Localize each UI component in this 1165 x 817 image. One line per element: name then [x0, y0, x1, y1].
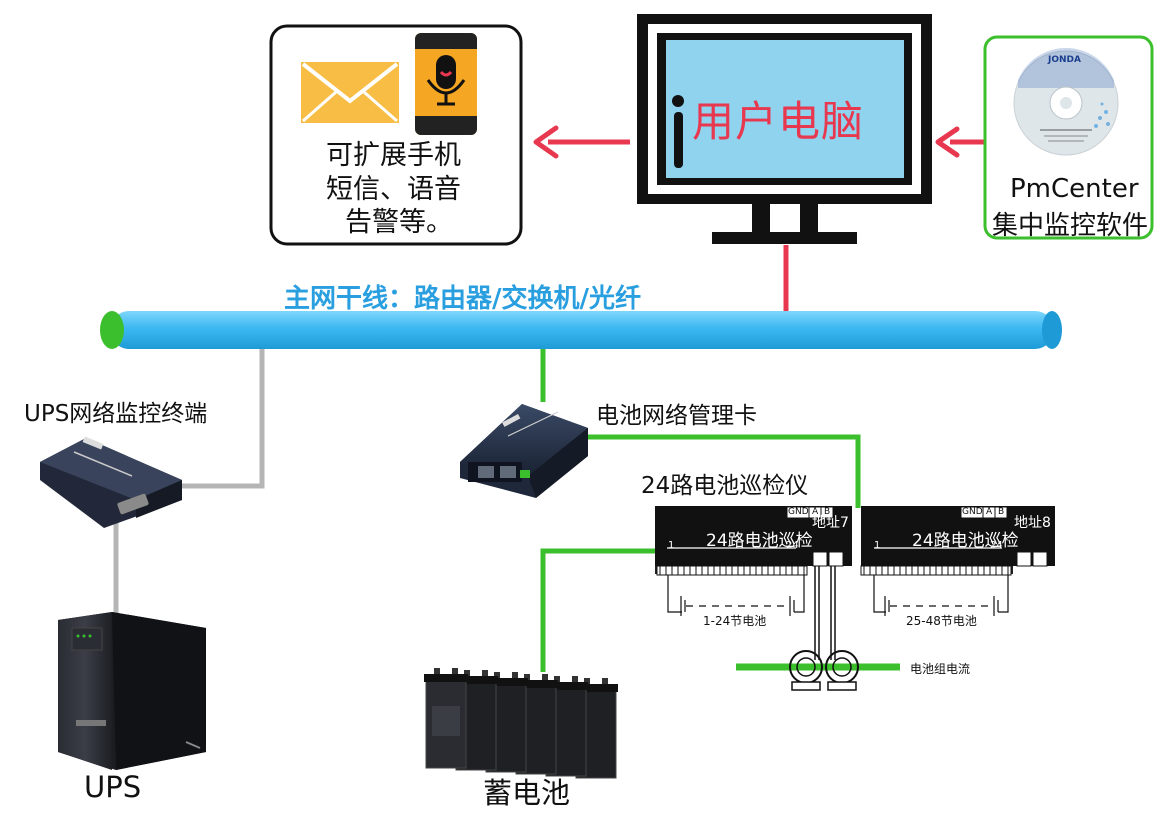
inspector-battery-link — [540, 548, 655, 672]
unit1-terminal-a: A — [812, 507, 819, 517]
pmcenter-title: PmCenter — [1010, 174, 1139, 204]
ups-cabinet-icon — [58, 612, 206, 770]
unit1-terminal-gnd: GND — [788, 507, 809, 517]
ups-label: UPS — [84, 770, 142, 804]
unit2-terminal-gnd: GND — [962, 507, 983, 517]
battery-wiring-1 — [667, 575, 805, 616]
battery-bank-icon — [424, 668, 618, 779]
current-sensor-leads — [814, 566, 836, 660]
unit2-range-start: 1 — [874, 540, 881, 551]
unit2-title: 24路电池巡检 — [912, 531, 1019, 551]
cd-disc-icon — [1013, 47, 1119, 156]
unit2-terminal-b: B — [998, 507, 1005, 517]
monitor-icon — [637, 14, 932, 244]
arrow-to-alerts — [533, 125, 630, 159]
unit1-range-start: 1 — [668, 540, 675, 551]
battery-card-label: 电池网络管理卡 — [596, 403, 757, 429]
current-label: 电池组电流 — [910, 662, 971, 676]
terminal-combs — [659, 566, 1009, 575]
battery-label: 蓄电池 — [483, 776, 571, 810]
ups-terminal-device — [40, 436, 182, 528]
alert-line-2: 短信、语音 — [326, 174, 461, 205]
ups-terminal-trunk-link — [180, 349, 265, 489]
inspector-terminal-strips — [656, 565, 1012, 576]
ups-terminal-label: UPS网络监控终端 — [24, 401, 208, 427]
battery-wiring-2 — [873, 575, 1009, 616]
unit2-battery-range: 25-48节电池 — [906, 614, 977, 628]
alert-line-1: 可扩展手机 — [326, 140, 461, 171]
unit1-battery-range: 1-24节电池 — [703, 614, 767, 628]
battery-card-device — [460, 404, 588, 498]
unit2-range-end: 24 — [990, 540, 1003, 551]
unit1-address: 地址7 — [812, 515, 849, 531]
card-inspector-link — [575, 434, 861, 508]
microphone-icon — [415, 33, 477, 135]
alert-line-3: 告警等。 — [345, 207, 453, 238]
unit1-terminal-b: B — [824, 507, 831, 517]
unit1-range-end: 24 — [786, 540, 799, 551]
battery-cell — [424, 668, 468, 769]
inspector-title: 24路电池巡检仪 — [641, 473, 809, 499]
envelope-icon — [301, 62, 399, 123]
pmcenter-subtitle: 集中监控软件 — [992, 211, 1149, 241]
cd-brand: JONDA — [1048, 55, 1081, 65]
unit1-title: 24路电池巡检 — [706, 531, 813, 551]
pc-label: 用户电脑 — [692, 97, 865, 146]
trunk-label: 主网干线：路由器/交换机/光纤 — [284, 284, 641, 314]
current-sensor-icon — [789, 650, 859, 691]
unit2-terminal-a: A — [986, 507, 993, 517]
unit2-address: 地址8 — [1014, 515, 1051, 531]
network-trunk — [100, 311, 1062, 349]
